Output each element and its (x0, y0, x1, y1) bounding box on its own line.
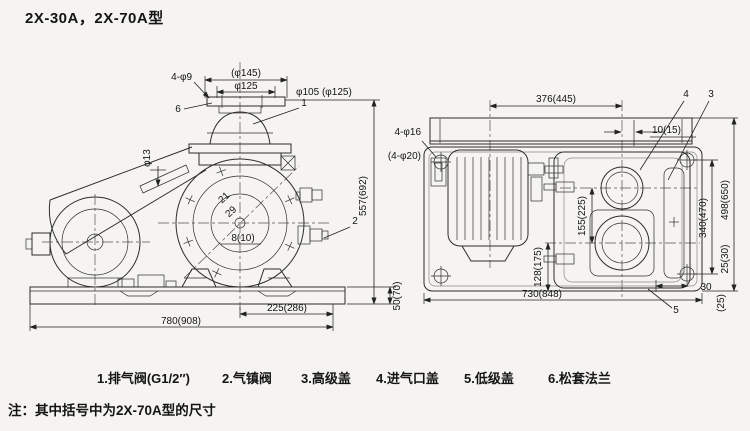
base-side (29, 274, 346, 305)
dim-shaft-b: 29 (224, 204, 240, 220)
side-bolt (543, 253, 575, 265)
dim-lip: 30 (700, 282, 712, 293)
dim-hole-span: 340(470) (698, 198, 709, 238)
pump-body-side (175, 155, 329, 288)
motor-plan (430, 149, 564, 262)
callout-gas-ballast: 2 (352, 216, 358, 227)
front-view: (φ145) φ125 4-φ9 φ105 (φ125) φ13 2 1 29 8… (25, 62, 403, 331)
legend-item: 1.排气阀(G1/2″) (97, 371, 190, 386)
oil-plug (280, 155, 296, 171)
legend-item: 4.进气口盖 (376, 371, 439, 386)
dim-bolt-holes-alt: (4-φ20) (388, 151, 421, 162)
exhaust-port (188, 95, 292, 166)
plan-dimensions: 376(445) 10(15) 4-φ16 (4-φ20) 155(225) 1… (388, 94, 738, 312)
dim-bolt-holes-front: 4-φ9 (171, 72, 192, 83)
dim-foot-span: 225(286) (267, 303, 307, 314)
mount-hole (677, 264, 697, 284)
dim-key: 8(10) (231, 233, 254, 244)
dim-width: 498(650) (720, 180, 731, 220)
dim-port-centers: 155(225) (577, 196, 588, 236)
gas-ballast-valve (297, 225, 329, 245)
legend-item: 6.松套法兰 (548, 371, 611, 386)
plan-callouts: 4 3 5 (639, 89, 714, 316)
dim-flange-bc: φ125 (234, 81, 258, 92)
callout-inlet-cover: 4 (683, 89, 689, 100)
pump-plan (543, 151, 691, 289)
dim-bolt-holes-plan: 4-φ16 (395, 127, 422, 138)
belt-guard-plan (429, 117, 693, 145)
callout-low-cover: 5 (673, 305, 679, 316)
dim-edge-offset: 25(30) (720, 245, 731, 274)
dim-port-to-edge: 128(175) (533, 247, 544, 287)
dim-flange-od: (φ145) (231, 68, 261, 79)
side-bolt (543, 181, 575, 193)
base-plan (423, 146, 703, 292)
front-centerlines (42, 62, 330, 310)
legend-item: 3.高级盖 (301, 371, 351, 386)
dim-inlet-offset: 10(15) (652, 125, 681, 136)
front-callouts: 6 1 2 (175, 98, 358, 239)
legend-item: 5.低级盖 (464, 371, 514, 386)
upper-side-port (295, 187, 323, 203)
dim-guard-hole: φ13 (142, 149, 153, 167)
page-title: 2X-30A，2X-70A型 (25, 10, 164, 27)
dim-port: φ105 (φ125) (296, 87, 352, 98)
callout-high-cover: 3 (708, 89, 714, 100)
callout-exhaust-valve: 1 (301, 98, 307, 109)
plan-centerlines (489, 100, 700, 300)
drawing-canvas: (φ145) φ125 4-φ9 φ105 (φ125) φ13 2 1 29 8… (25, 62, 738, 331)
dim-length: 780(908) (161, 316, 201, 327)
note: 注：其中括号中为2X-70A型的尺寸 (8, 403, 216, 418)
callout-flange: 6 (175, 104, 181, 115)
dim-motor-pump-centers: 376(445) (536, 94, 576, 105)
rim-tick-marks (183, 166, 295, 278)
dim-height: 557(692) (358, 176, 369, 216)
dim-length-plan: 730(848) (522, 289, 562, 300)
front-dimensions: (φ145) φ125 4-φ9 φ105 (φ125) φ13 2 1 29 8… (29, 68, 403, 331)
dim-lip-alt: (25) (716, 294, 727, 312)
dim-base-height: 50(70) (392, 282, 403, 311)
mount-hole (431, 266, 451, 286)
legend-item: 2.气镇阀 (222, 371, 272, 386)
top-view: 376(445) 10(15) 4-φ16 (4-φ20) 155(225) 1… (388, 89, 738, 316)
belt-guard (48, 146, 207, 255)
